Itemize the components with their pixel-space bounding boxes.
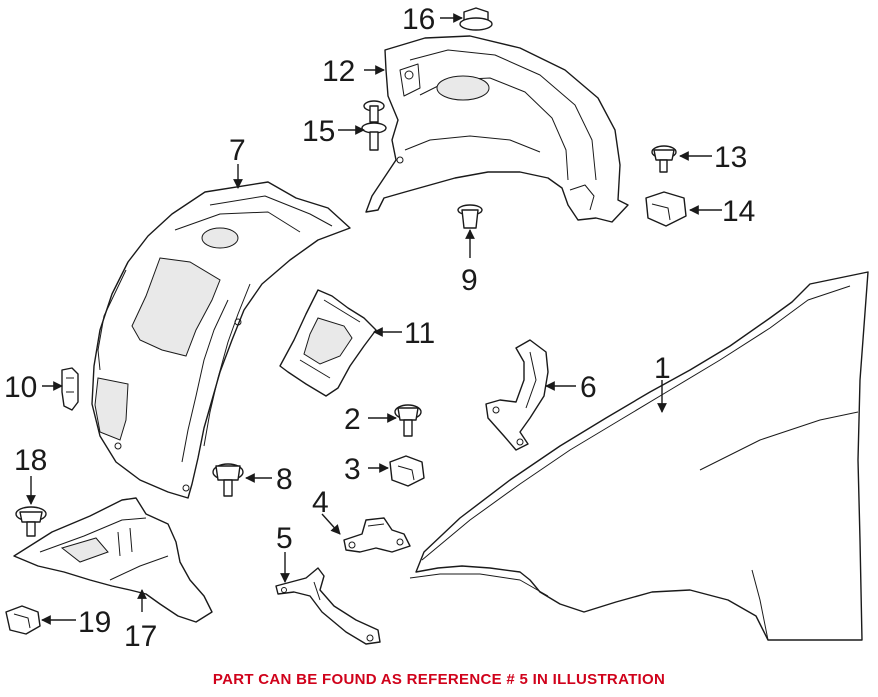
part-9-rivet [457, 204, 483, 229]
callout-18: 18 [14, 444, 47, 477]
leader-4 [321, 513, 341, 535]
reference-note: PART CAN BE FOUND AS REFERENCE # 5 IN IL… [212, 671, 666, 688]
part-8-bolt [212, 463, 244, 497]
callout-9: 9 [461, 264, 478, 297]
callout-2: 2 [344, 403, 361, 436]
part-6-bracket [485, 339, 549, 451]
callout-14: 14 [722, 195, 755, 228]
callout-12: 12 [322, 55, 355, 88]
part-15-push-pin [361, 100, 387, 151]
part-19-clip-nut [5, 605, 41, 635]
callout-15: 15 [302, 115, 335, 148]
callout-3: 3 [344, 453, 361, 486]
part-7-wheel-arch-liner [91, 181, 351, 499]
part-13-bolt [651, 145, 677, 173]
part-14-clip [645, 191, 687, 227]
callout-19: 19 [78, 606, 111, 639]
part-5-bracket [275, 567, 381, 645]
part-1-fender [409, 271, 869, 641]
part-3-clip-nut [389, 455, 425, 487]
part-12-upper-wheel-liner [365, 35, 629, 223]
callout-7: 7 [229, 134, 246, 167]
leader-lines [26, 13, 722, 625]
callout-16: 16 [402, 3, 435, 36]
callout-11: 11 [404, 317, 435, 350]
callout-8: 8 [276, 463, 293, 496]
callout-labels: 1 2 3 4 5 6 7 8 9 10 11 12 13 14 15 16 1… [4, 3, 755, 653]
callout-17: 17 [124, 620, 157, 653]
callout-4: 4 [312, 486, 329, 519]
callout-6: 6 [580, 371, 597, 404]
part-17-lower-splash-shield [13, 497, 213, 623]
part-11-bracket-panel [279, 289, 377, 397]
callout-13: 13 [714, 141, 747, 174]
part-2-bolt [394, 404, 422, 437]
callout-5: 5 [276, 522, 293, 555]
part-4-bracket [343, 517, 411, 553]
callout-1: 1 [654, 352, 671, 385]
callout-10: 10 [4, 371, 37, 404]
part-18-bolt [15, 506, 47, 537]
part-10-clip [61, 367, 79, 411]
part-16-nut [459, 7, 493, 31]
